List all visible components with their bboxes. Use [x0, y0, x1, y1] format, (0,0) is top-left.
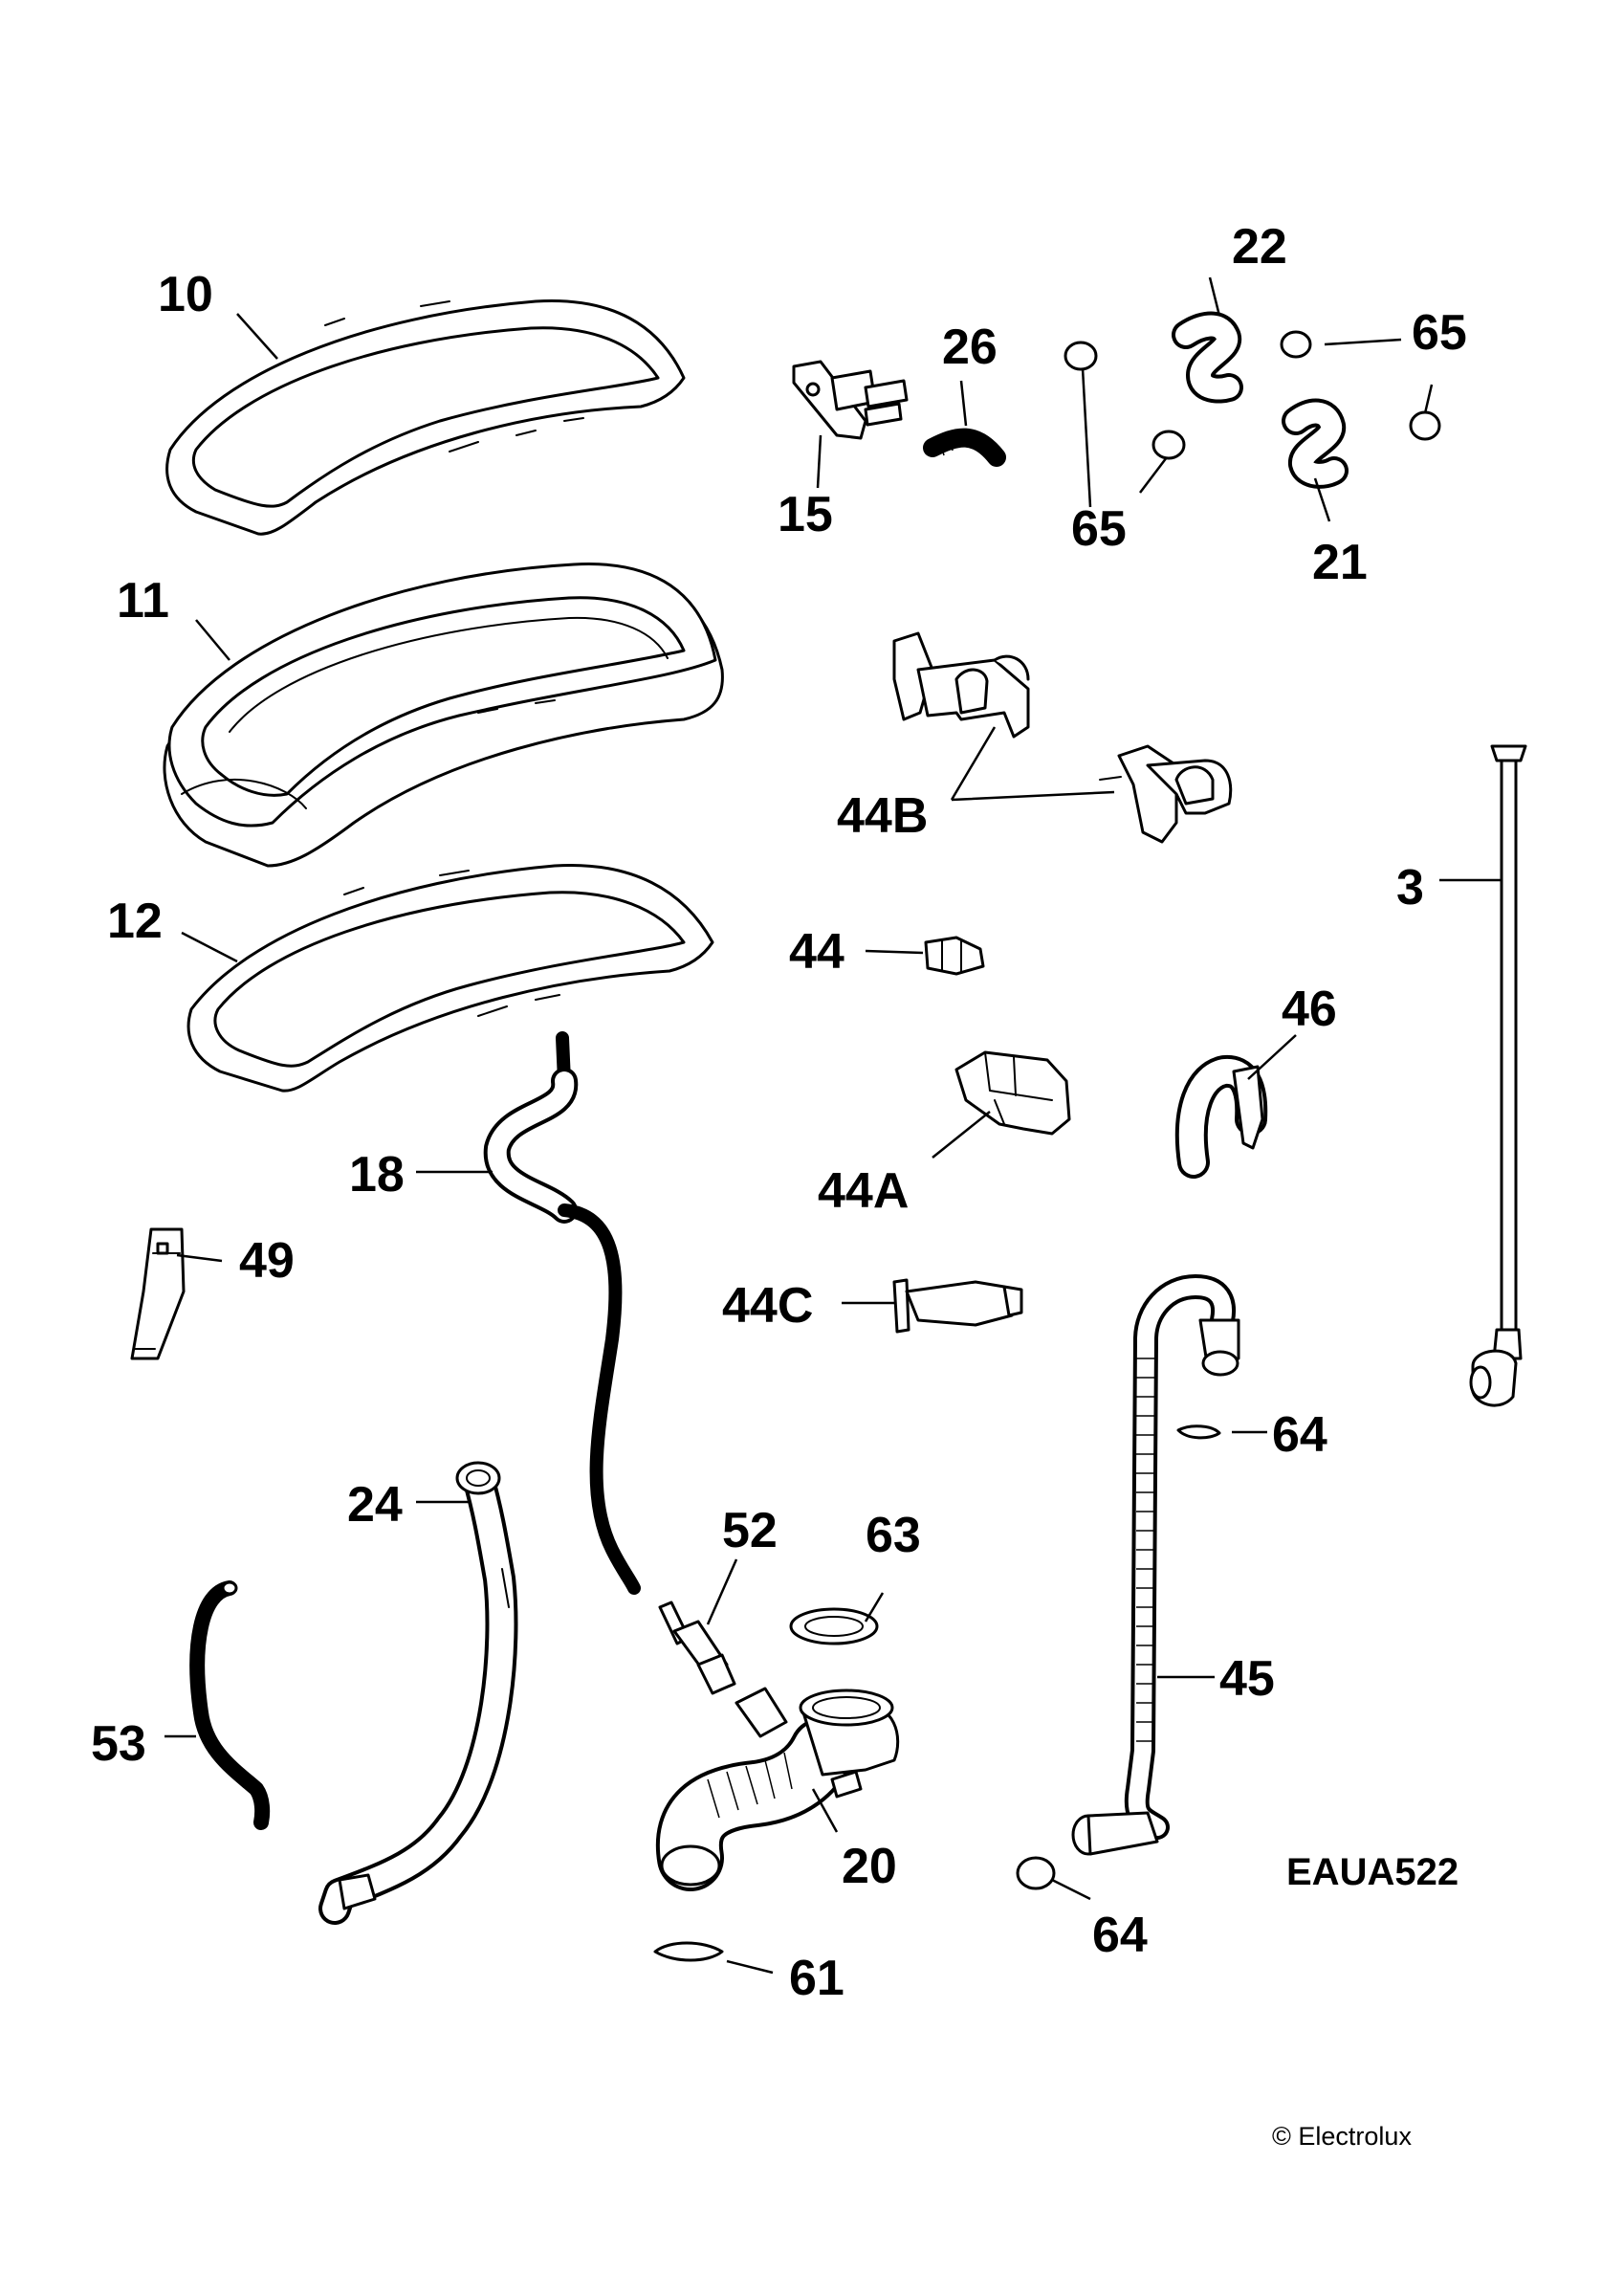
label-65-right: 65: [1412, 305, 1467, 361]
part-12-seal-frame: [186, 863, 714, 1093]
part-53-curved-hose: [189, 1580, 271, 1830]
label-15: 15: [778, 487, 833, 542]
part-24-long-tube: [318, 1461, 518, 1925]
label-44b: 44B: [837, 788, 928, 844]
label-44: 44: [789, 924, 844, 980]
label-49: 49: [239, 1233, 295, 1289]
part-44b-valve-clamps: [892, 631, 1233, 844]
label-65-center: 65: [1071, 501, 1127, 557]
part-45-drain-hose: [1071, 1274, 1240, 1856]
leader-lines: [164, 276, 1502, 1975]
part-52-nozzle-tube: [658, 1601, 736, 1695]
part-44a-clamp-block: [954, 1050, 1071, 1136]
part-labels: 10 11 12 15 26 22 65 65 21 44B 3 44 46 1…: [91, 219, 1467, 2151]
part-46-u-hose: [1174, 1054, 1268, 1179]
label-45: 45: [1219, 1651, 1275, 1707]
copyright-notice: © Electrolux: [1272, 2122, 1412, 2151]
part-10-seal-frame: [165, 298, 686, 536]
label-22: 22: [1232, 219, 1287, 275]
label-18: 18: [349, 1147, 405, 1203]
part-22-curved-hose: [1172, 311, 1243, 404]
part-11-door-gasket: [163, 563, 724, 868]
part-15-valve-bracket: [792, 360, 909, 440]
drawing-code: EAUA522: [1286, 1851, 1459, 1893]
label-63: 63: [866, 1508, 921, 1563]
part-61-clamp: [653, 1941, 724, 1962]
label-64-bottom: 64: [1092, 1908, 1148, 1963]
label-61: 61: [789, 1951, 844, 2006]
label-46: 46: [1282, 982, 1337, 1037]
label-52: 52: [722, 1503, 778, 1558]
label-11: 11: [117, 573, 169, 629]
part-21-curved-hose: [1282, 398, 1349, 489]
part-49-bracket: [130, 1227, 186, 1360]
label-10: 10: [158, 267, 213, 322]
label-24: 24: [347, 1477, 403, 1533]
label-64-top: 64: [1272, 1407, 1327, 1463]
part-44-clip: [924, 936, 985, 976]
label-53: 53: [91, 1716, 146, 1772]
label-21: 21: [1312, 535, 1368, 590]
part-44c-connector: [892, 1278, 1023, 1334]
part-65-clamp-rings: [1064, 330, 1441, 460]
label-12: 12: [107, 894, 163, 949]
part-64-clamps: [1016, 1424, 1221, 1890]
label-20: 20: [842, 1839, 897, 1894]
label-26: 26: [942, 320, 998, 375]
part-18-long-hose: [483, 1031, 641, 1595]
label-44a: 44A: [818, 1163, 909, 1219]
part-20-sump-hose: [655, 1687, 900, 1891]
label-3: 3: [1396, 860, 1424, 916]
label-44c: 44C: [722, 1278, 813, 1334]
part-26-short-hose: [923, 428, 1006, 467]
part-3-rod: [1469, 744, 1527, 1407]
part-63-clamp-ring: [789, 1607, 879, 1645]
